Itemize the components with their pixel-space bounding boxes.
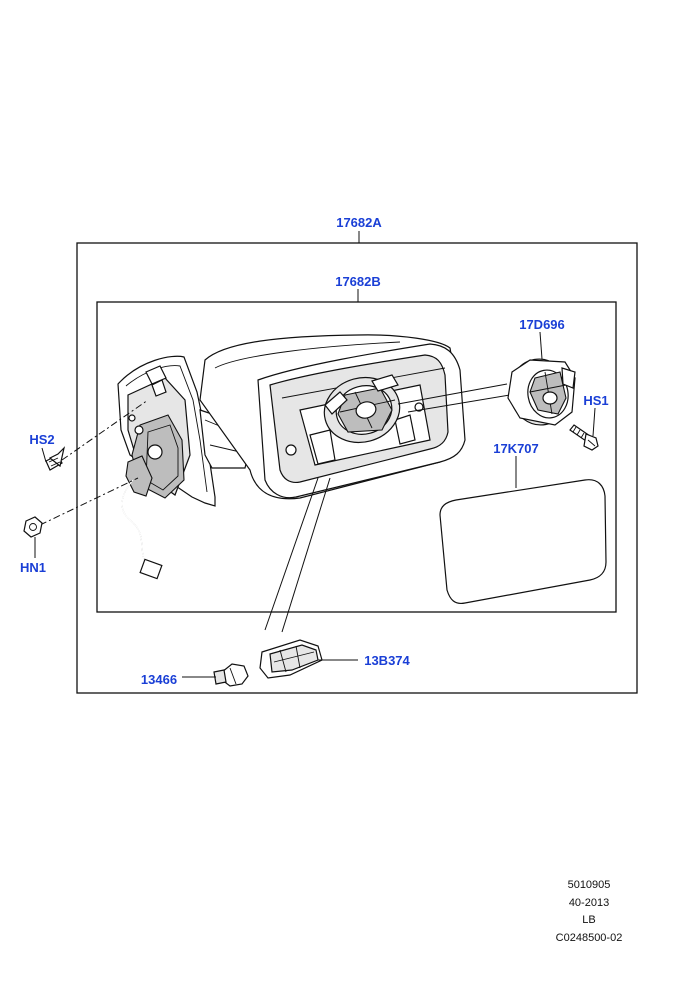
installed-actuator (323, 374, 401, 444)
callout-17K707[interactable]: 17K707 (493, 441, 539, 456)
screw-hs1[interactable] (569, 424, 599, 451)
outer-assembly-frame (76, 242, 638, 694)
hs2-alignment-line (61, 399, 149, 461)
screw-hs2[interactable] (45, 446, 66, 471)
hn1-alignment-line (39, 477, 139, 526)
reference-date: 40-2013 (568, 896, 610, 909)
callout-HS2[interactable]: HS2 (29, 432, 54, 447)
callout-17D696[interactable]: 17D696 (519, 317, 565, 332)
hs1-leader (592, 407, 596, 437)
callout-13466[interactable]: 13466 (141, 672, 177, 687)
reference-code: LB (582, 914, 596, 926)
inner-assembly-frame (96, 301, 617, 613)
actuator-guide-line-2 (407, 394, 511, 413)
reference-number: 5010905 (567, 879, 611, 891)
reference-block: 5010905 40-2013 LB C0248500-02 (544, 877, 634, 947)
callout-17682A[interactable]: 17682A (336, 215, 382, 230)
callout-HN1[interactable]: HN1 (20, 560, 46, 575)
actuator-leader (539, 331, 543, 360)
lamp-guide-line-2 (281, 477, 331, 633)
mirror-base-bracket (117, 355, 216, 580)
mirror-glass-17k707[interactable] (439, 479, 607, 605)
reference-illustration-id: C0248500-02 (555, 931, 623, 944)
callout-17682B[interactable]: 17682B (335, 274, 381, 289)
bulb-13466[interactable] (213, 663, 249, 687)
mirror-housing (199, 334, 466, 500)
lamp-guide-line-1 (264, 477, 319, 631)
actuator-17d696[interactable] (505, 354, 576, 429)
callout-13B374[interactable]: 13B374 (364, 653, 410, 668)
indicator-lamp-13b374[interactable] (259, 639, 323, 679)
nut-hn1[interactable] (23, 516, 43, 538)
actuator-guide-line-1 (397, 383, 508, 405)
callout-HS1[interactable]: HS1 (583, 393, 608, 408)
hs2-leader (41, 447, 47, 463)
